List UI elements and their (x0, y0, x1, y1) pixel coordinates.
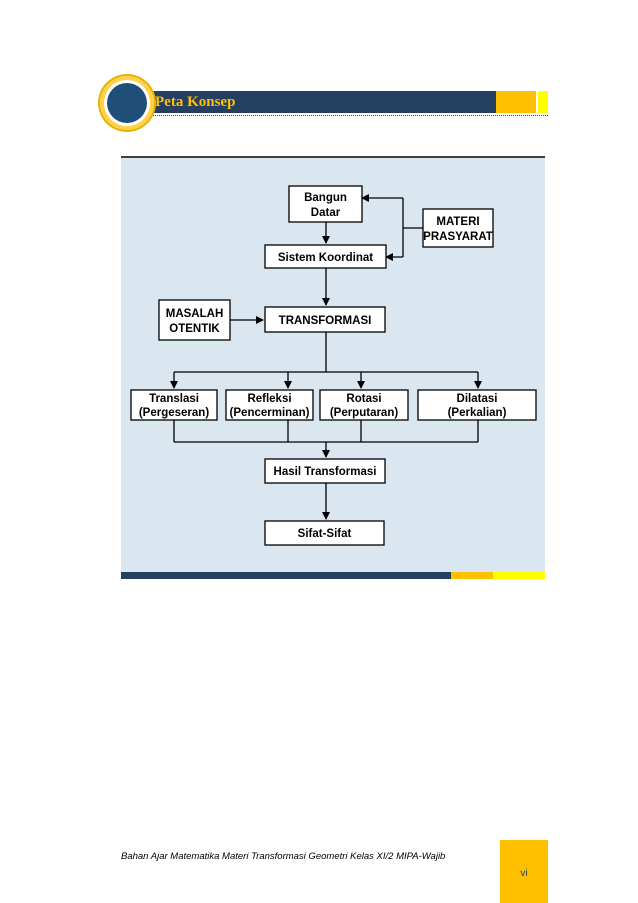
svg-text:OTENTIK: OTENTIK (169, 323, 220, 335)
node-rotasi: Rotasi (Perputaran) (319, 389, 409, 421)
header-bar (128, 91, 496, 113)
node-refleksi: Refleksi (Pencerminan) (225, 389, 314, 421)
header-circle-core (107, 83, 147, 123)
node-transformasi: TRANSFORMASI (264, 306, 386, 333)
panel-bottom-bar-orange (451, 572, 493, 579)
svg-text:Datar: Datar (311, 207, 341, 219)
node-masalah-otentik: MASALAH OTENTIK (158, 299, 231, 341)
svg-text:Dilatasi: Dilatasi (457, 393, 498, 405)
svg-text:Sistem Koordinat: Sistem Koordinat (278, 252, 373, 264)
header-accent-yellow (538, 91, 548, 113)
svg-text:(Pergeseran): (Pergeseran) (139, 407, 209, 419)
node-hasil-transformasi: Hasil Transformasi (264, 458, 386, 484)
svg-text:Translasi: Translasi (149, 393, 199, 405)
header-accent-orange (496, 91, 536, 113)
node-translasi: Translasi (Pergeseran) (130, 389, 218, 421)
svg-text:Hasil Transformasi: Hasil Transformasi (274, 466, 377, 478)
node-materi-prasyarat: MATERI PRASYARAT (422, 208, 494, 248)
node-bangun-datar: Bangun Datar (288, 185, 363, 223)
svg-text:MASALAH: MASALAH (166, 308, 224, 320)
svg-text:(Perkalian): (Perkalian) (448, 407, 507, 419)
footer-caption: Bahan Ajar Matematika Materi Transformas… (121, 851, 446, 862)
page-number: vi (520, 868, 528, 879)
node-sifat-sifat: Sifat-Sifat (264, 520, 385, 546)
svg-text:PRASYARAT: PRASYARAT (423, 231, 493, 243)
svg-text:(Pencerminan): (Pencerminan) (230, 407, 310, 419)
section-title: Peta Konsep (155, 94, 236, 110)
node-sistem-koordinat: Sistem Koordinat (264, 244, 387, 269)
svg-text:TRANSFORMASI: TRANSFORMASI (279, 315, 372, 327)
svg-text:Bangun: Bangun (304, 192, 347, 204)
diagram-edges (170, 194, 482, 520)
panel-bottom-bar-navy (121, 572, 451, 579)
panel-top-rule (121, 156, 545, 158)
node-dilatasi: Dilatasi (Perkalian) (417, 389, 537, 421)
svg-text:Refleksi: Refleksi (247, 393, 291, 405)
svg-text:Rotasi: Rotasi (346, 393, 381, 405)
header-dotted-rule (150, 115, 548, 116)
svg-text:(Perputaran): (Perputaran) (330, 407, 399, 419)
svg-text:Sifat-Sifat: Sifat-Sifat (298, 528, 352, 540)
page-number-tab (500, 840, 548, 903)
svg-text:MATERI: MATERI (436, 216, 479, 228)
panel-bottom-bar-yellow (493, 572, 545, 579)
